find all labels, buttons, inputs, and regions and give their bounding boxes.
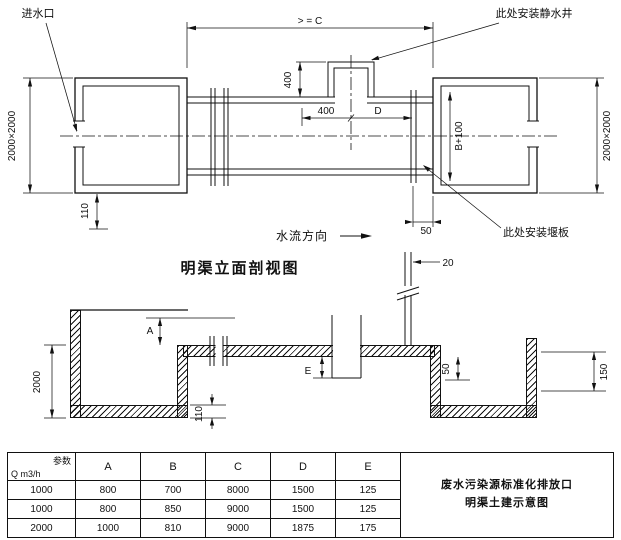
cell-b: 810 (140, 518, 206, 538)
table-header-a: A (75, 452, 141, 481)
cell-e: 125 (335, 480, 401, 500)
dim-50-elev-label: 50 (441, 363, 452, 375)
elevation-view: 明渠立面剖视图 (32, 252, 610, 429)
weir-plate-plan (410, 90, 417, 183)
cell-d: 1875 (270, 518, 336, 538)
dim-left-box-label: 2000×2000 (7, 110, 18, 161)
table-header-param-label: 参数 (52, 456, 71, 466)
table-header-e: E (335, 452, 401, 481)
cell-b: 850 (140, 499, 206, 519)
cell-c: 8000 (205, 480, 271, 500)
drawing-title-line1: 废水污染源标准化排放口 (441, 479, 573, 492)
dim-a-label: A (147, 326, 154, 337)
cell-e: 125 (335, 499, 401, 519)
cell-a: 800 (75, 499, 141, 519)
dim-400-vertical: 400 (283, 61, 326, 97)
dim-50-plan: 50 (405, 186, 441, 237)
cell-d: 1500 (270, 499, 336, 519)
dim-110-plan-label: 110 (80, 203, 91, 219)
flow-direction: 水流方向 (276, 228, 372, 243)
parameter-table: 参数 Q m3/h A B C D E 废水污染源标准化排放口 明渠土建示意图 … (7, 452, 614, 538)
table-header-q-param: 参数 Q m3/h (7, 452, 76, 481)
dim-b100-label: B+100 (454, 121, 465, 151)
cell-q: 1000 (7, 480, 76, 500)
table-row: 2000 1000 810 9000 1875 175 (7, 518, 614, 538)
flow-arrow-icon (361, 233, 372, 239)
dim-right-box-label: 2000×2000 (602, 110, 613, 161)
dim-400-d: 400 D (301, 106, 412, 126)
stilling-well-callout: 此处安装静水井 (371, 6, 573, 61)
cell-d: 1500 (270, 480, 336, 500)
plan-view: > = C 400 400 D (7, 6, 613, 243)
dim-400v-label: 400 (283, 71, 294, 88)
dim-b-plus-100: B+100 (447, 92, 465, 181)
dim-20: 20 (413, 258, 454, 269)
dim-e: E (305, 357, 333, 379)
right-tank-right-wall-hatch (526, 338, 537, 418)
table-header-q-label: Q m3/h (11, 469, 41, 479)
channel-drawing: > = C 400 400 D (7, 6, 613, 429)
flow-direction-label: 水流方向 (276, 228, 328, 243)
dim-20-label: 20 (442, 258, 454, 269)
inlet-label: 进水口 (22, 7, 55, 20)
dim-2000-elevation: 2000 (32, 344, 66, 419)
table-header-d: D (270, 452, 336, 481)
dim-150-label: 150 (599, 363, 610, 380)
left-tank-right-wall-hatch (177, 345, 188, 418)
drawing-title-block: 废水污染源标准化排放口 明渠土建示意图 (400, 452, 614, 538)
table-row: 1000 800 850 9000 1500 125 (7, 499, 614, 519)
dim-right-2000: 2000×2000 (539, 77, 613, 194)
dim-a: A (146, 317, 235, 345)
cell-c: 9000 (205, 518, 271, 538)
drawing-title-line2: 明渠土建示意图 (465, 497, 549, 509)
cell-b: 700 (140, 480, 206, 500)
cell-q: 2000 (7, 518, 76, 538)
table-header-c: C (205, 452, 271, 481)
dim-50-elevation: 50 (441, 357, 470, 381)
dim-110-plan: 110 (80, 194, 108, 230)
dim-c: > = C (186, 16, 434, 68)
cell-e: 175 (335, 518, 401, 538)
dim-50-plan-label: 50 (420, 226, 432, 237)
dim-2000-label: 2000 (32, 370, 43, 393)
weir-label: 此处安装堰板 (503, 225, 569, 239)
dim-d-label: D (374, 106, 381, 117)
inlet-chamber-plan (73, 77, 188, 194)
dim-110-elev-label: 110 (194, 406, 205, 422)
outlet-chamber-plan (432, 77, 539, 194)
weir-callout: 此处安装堰板 (423, 165, 569, 239)
dim-c-label: > = C (298, 16, 322, 27)
stilling-well-elevation (331, 315, 362, 379)
dim-left-2000: 2000×2000 (7, 77, 73, 194)
weir-plate-elevation (396, 252, 420, 345)
table-header-b: B (140, 452, 206, 481)
break-marks-plan (210, 88, 229, 186)
dim-e-label: E (305, 366, 312, 377)
break-marks-elevation (209, 336, 228, 366)
dim-110-elevation: 110 (190, 394, 226, 429)
elevation-title: 明渠立面剖视图 (180, 259, 299, 277)
cell-a: 800 (75, 480, 141, 500)
inlet-callout: 进水口 (22, 7, 78, 132)
dim-400h-label: 400 (318, 106, 335, 117)
dim-150: 150 (541, 351, 610, 392)
cell-q: 1000 (7, 499, 76, 519)
cell-c: 9000 (205, 499, 271, 519)
stilling-well-label: 此处安装静水井 (496, 6, 573, 20)
cell-a: 1000 (75, 518, 141, 538)
